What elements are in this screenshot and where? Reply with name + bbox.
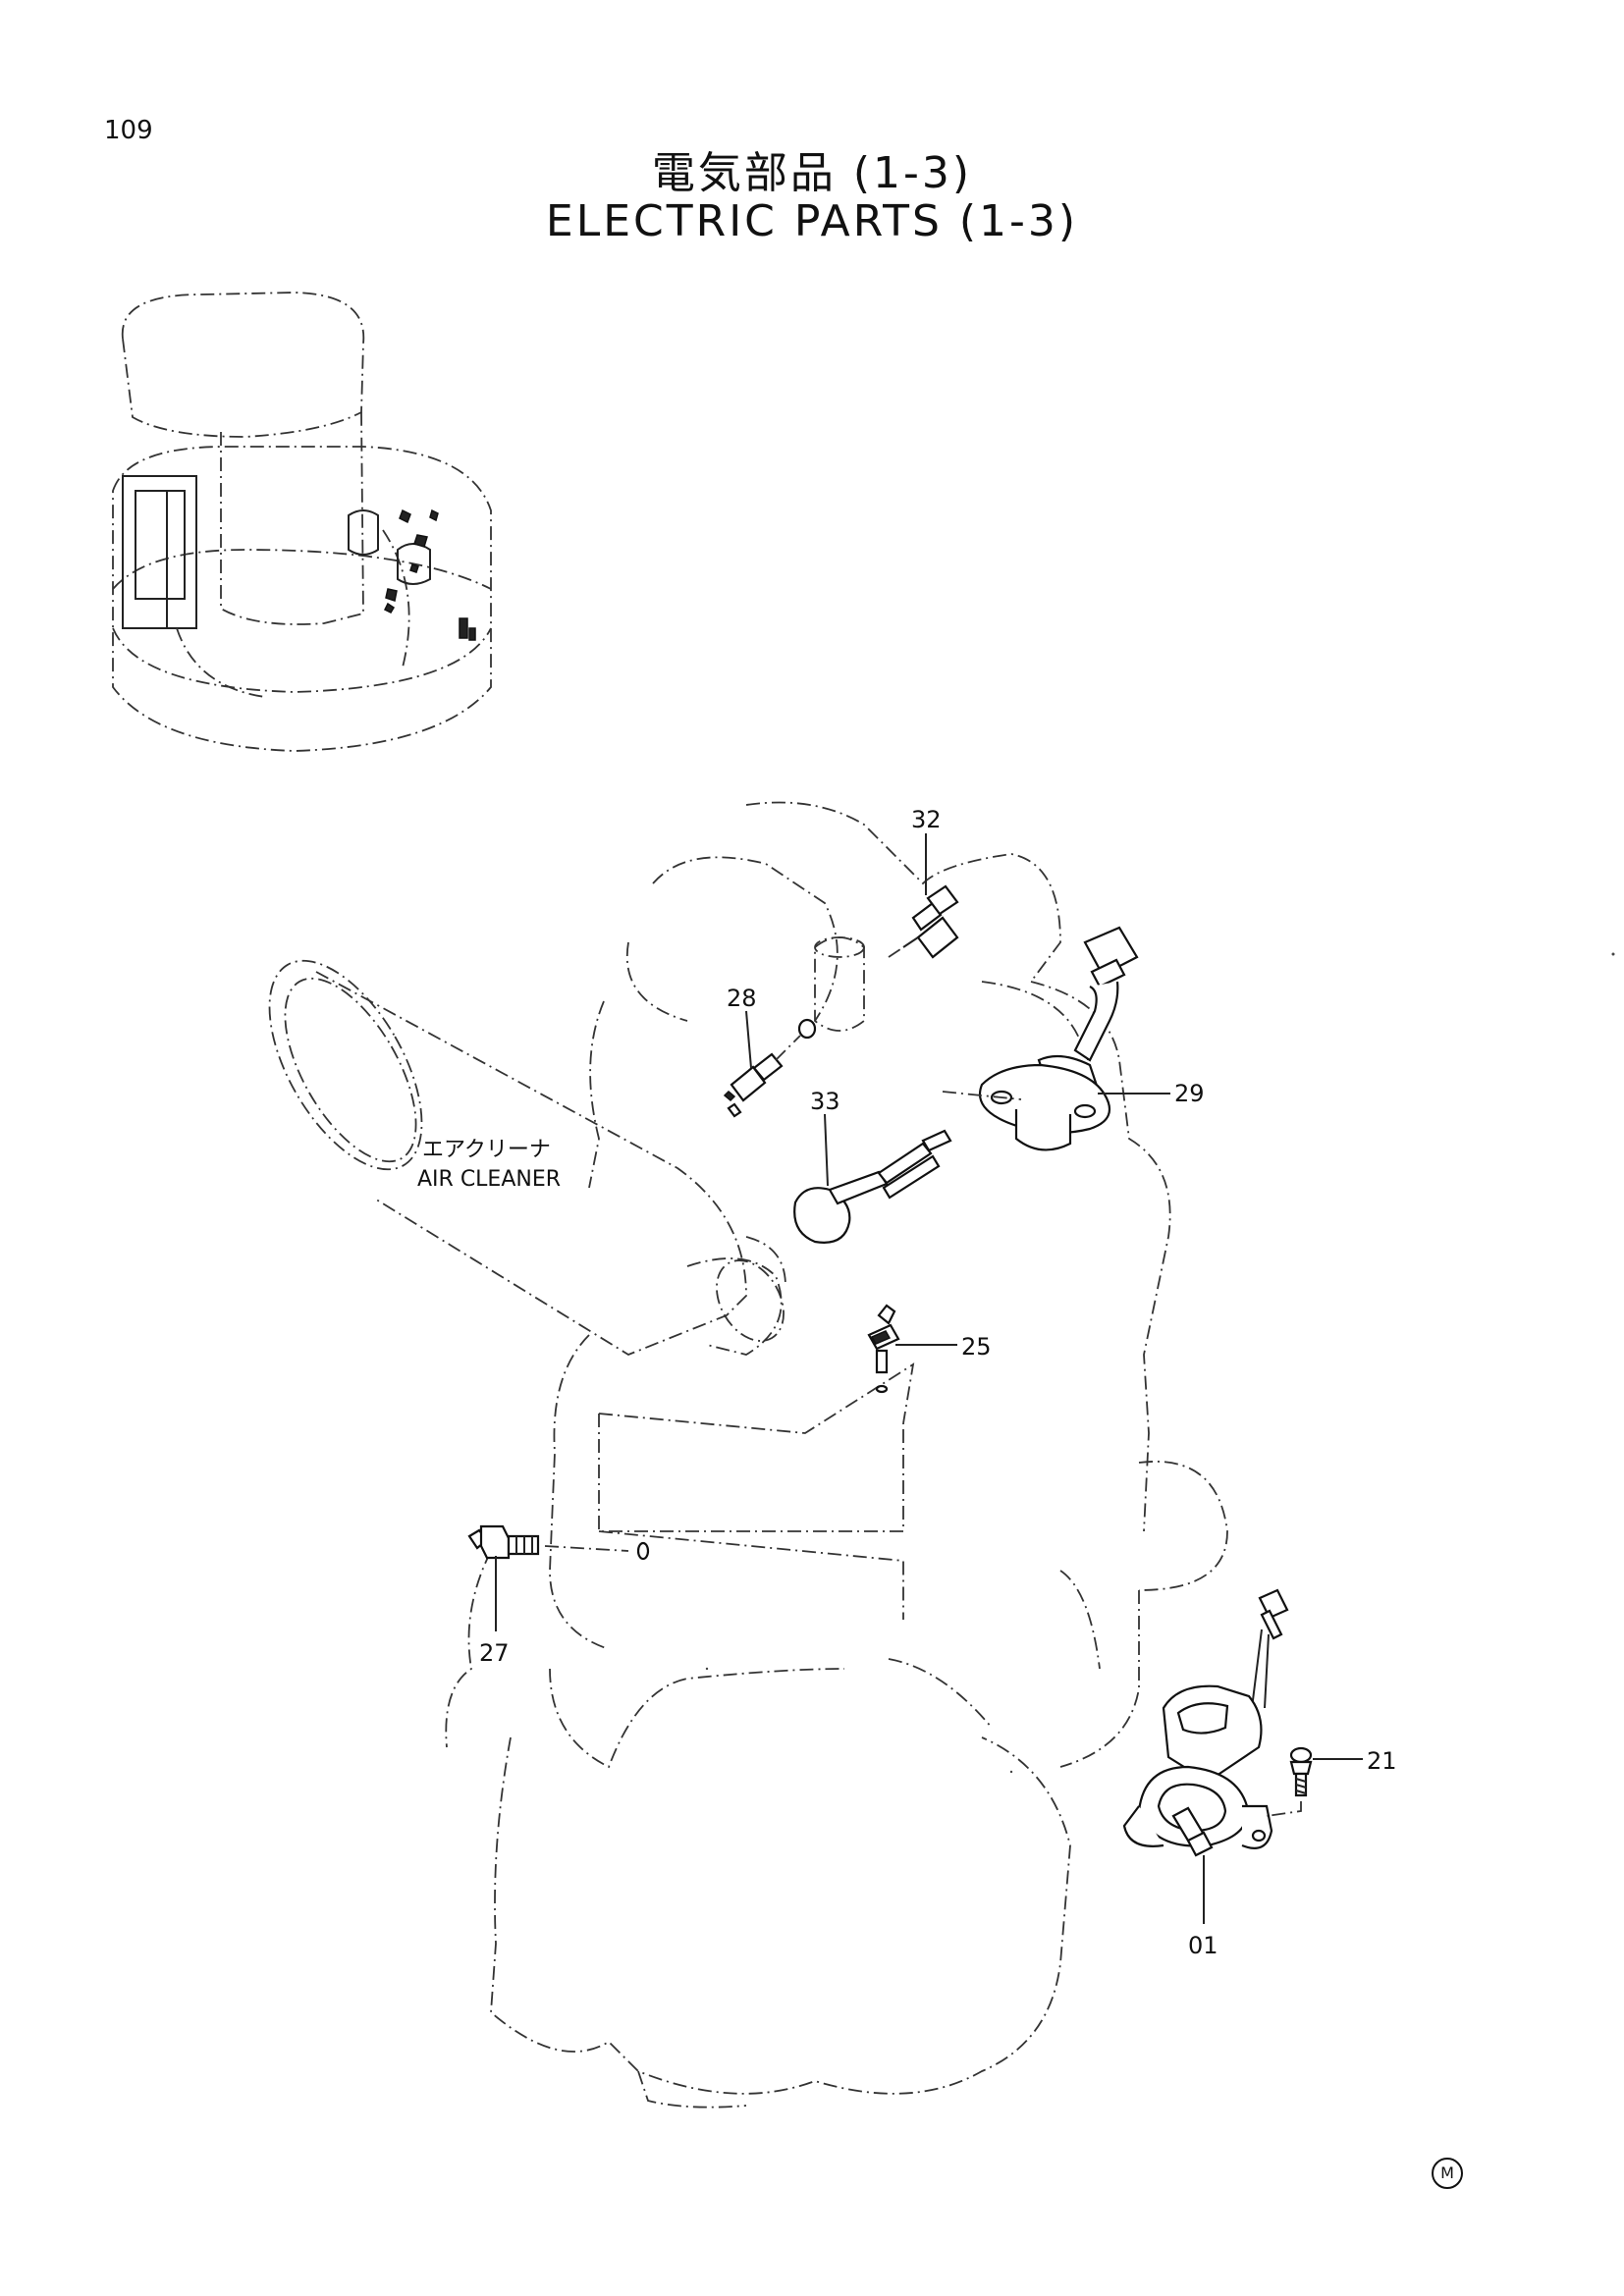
air-cleaner: エアクリーナ AIR CLEANER bbox=[268, 959, 786, 1357]
part-32-sensor: 32 bbox=[814, 806, 959, 1032]
callout-01: 01 bbox=[1188, 1932, 1218, 1959]
part-28-sensor: 28 bbox=[723, 985, 817, 1118]
part-01-actuator: 01 bbox=[1122, 1588, 1289, 1959]
callout-29: 29 bbox=[1174, 1080, 1205, 1107]
part-29-solenoid: 29 bbox=[942, 926, 1205, 1151]
callout-21: 21 bbox=[1367, 1747, 1397, 1775]
callout-27: 27 bbox=[479, 1639, 510, 1667]
part-27-fitting: 27 bbox=[467, 1524, 650, 1667]
callout-28: 28 bbox=[727, 985, 757, 1012]
part-33-sensor: 33 bbox=[793, 1088, 952, 1244]
machine-overview-illustration bbox=[112, 292, 492, 752]
air-cleaner-label-en: AIR CLEANER bbox=[417, 1167, 561, 1192]
page-number: 109 bbox=[104, 116, 153, 145]
part-21-screw: 21 bbox=[1266, 1746, 1397, 1817]
callout-25: 25 bbox=[961, 1333, 992, 1361]
air-cleaner-label-jp: エアクリーナ bbox=[422, 1138, 551, 1162]
page-title-japanese: 電気部品 (1-3) bbox=[651, 148, 973, 198]
scan-specks bbox=[705, 952, 1615, 1774]
part-25-sensor: 25 bbox=[867, 1304, 992, 1394]
page-title-english: ELECTRIC PARTS (1-3) bbox=[545, 196, 1079, 246]
callout-32: 32 bbox=[911, 806, 942, 833]
callout-33: 33 bbox=[810, 1088, 840, 1115]
manufacturer-mark-icon: M bbox=[1432, 2158, 1463, 2189]
